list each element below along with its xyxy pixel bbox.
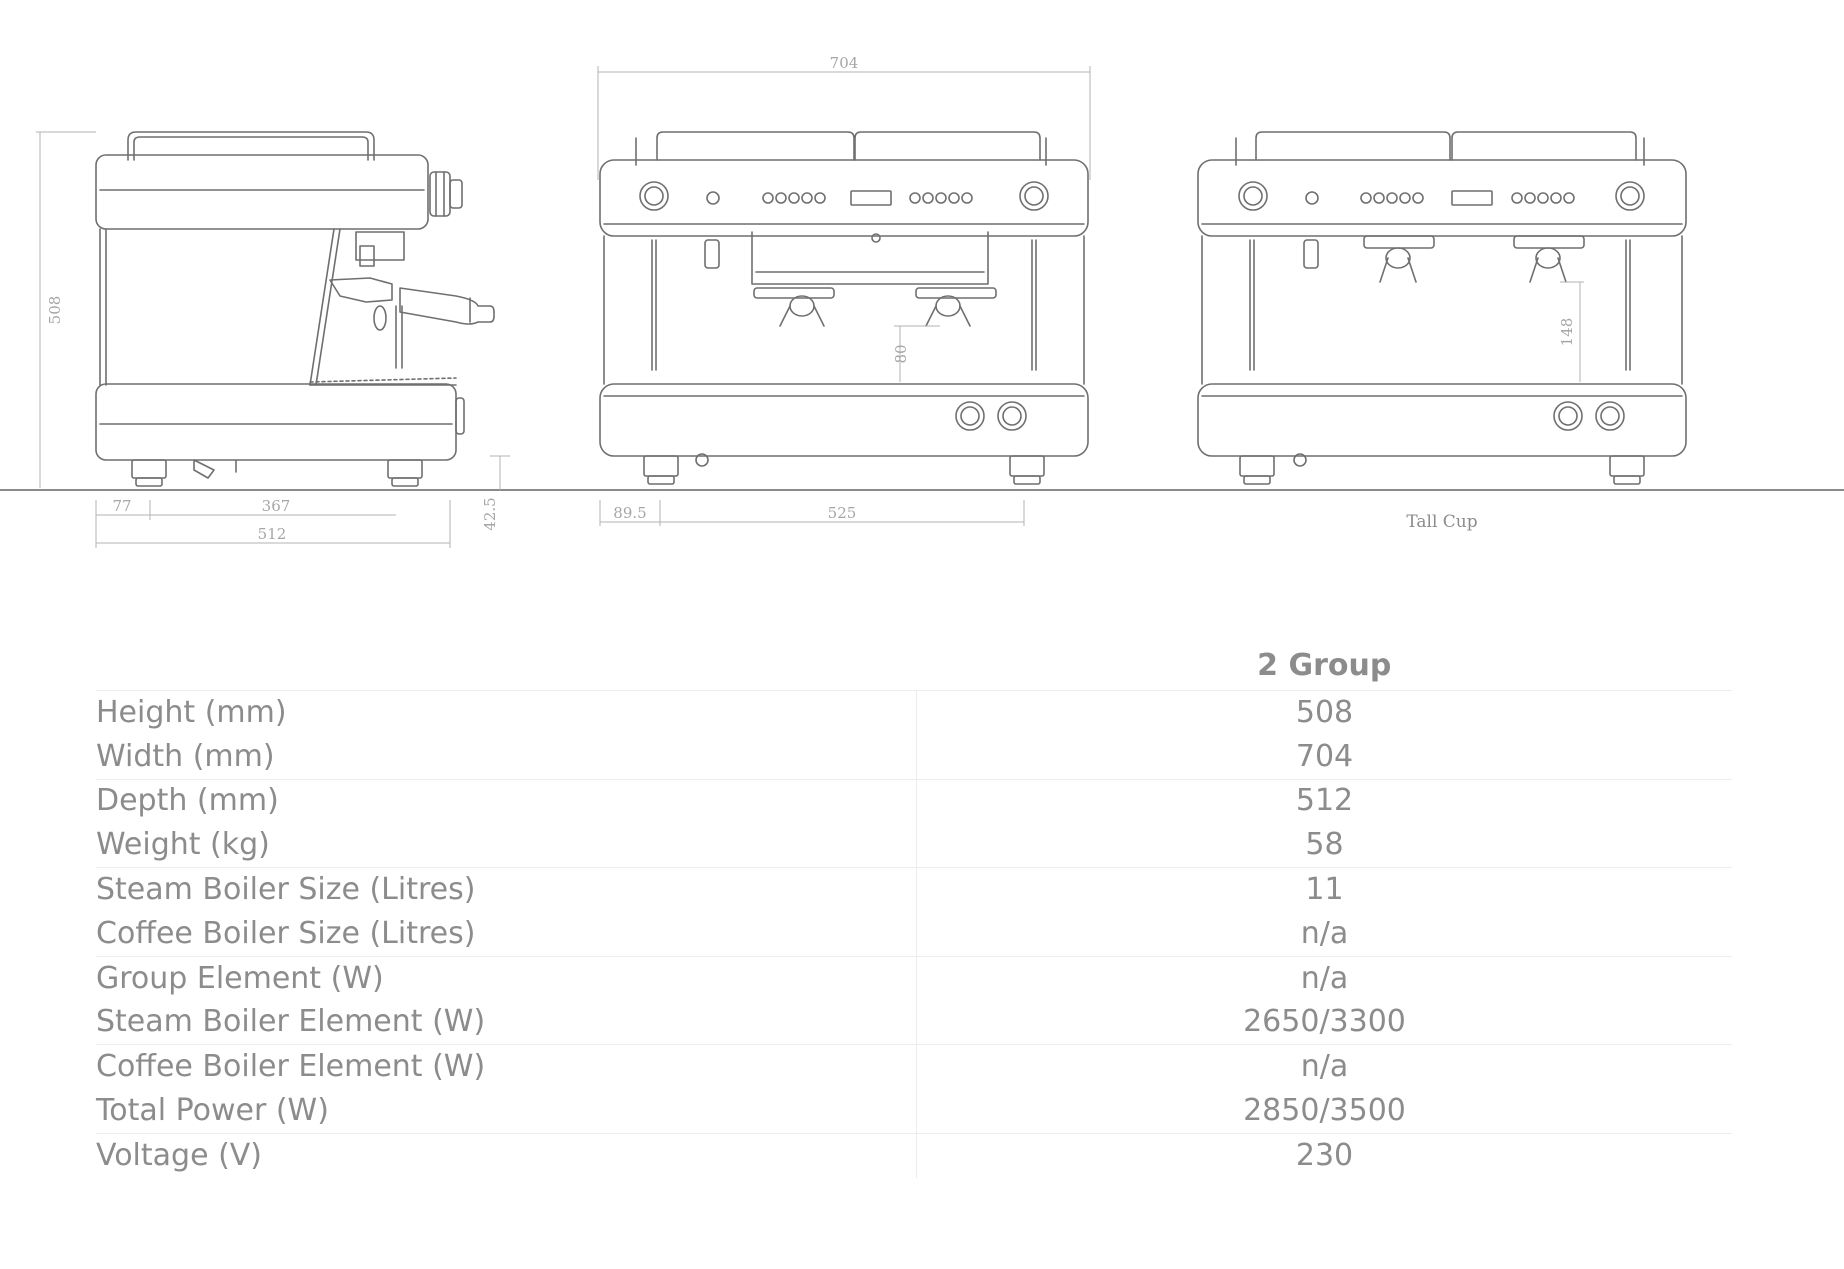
- header-blank-cell: [96, 640, 917, 691]
- spec-label: Total Power (W): [96, 1089, 917, 1134]
- dim-front-clearance: 80: [892, 344, 910, 363]
- spec-label: Group Element (W): [96, 956, 917, 1001]
- side-dimension-lines: [36, 131, 510, 548]
- table-row: Steam Boiler Element (W) 2650/3300: [96, 1000, 1732, 1046]
- spec-value: n/a: [916, 911, 1732, 957]
- table-row: Group Element (W) n/a: [96, 956, 1732, 1001]
- tall-cup-dimension-lines: [1560, 281, 1584, 382]
- dim-tall-cup-clearance: 148: [1558, 318, 1576, 347]
- dim-side-depth: 512: [258, 525, 287, 543]
- spec-value: 58: [916, 823, 1732, 869]
- spec-label: Steam Boiler Element (W): [96, 1000, 917, 1046]
- dim-side-foot-height: 42.5: [481, 497, 499, 530]
- table-row: Coffee Boiler Size (Litres) n/a: [96, 911, 1732, 957]
- spec-label: Steam Boiler Size (Litres): [96, 867, 917, 912]
- spec-value: 230: [1295, 1137, 1354, 1173]
- dim-side-left-offset: 77: [112, 497, 131, 515]
- dim-side-length: 367: [262, 497, 291, 515]
- dim-front-width: 704: [830, 54, 859, 72]
- spec-label: Voltage (V): [96, 1133, 917, 1178]
- spec-value: 508: [1295, 694, 1354, 730]
- front-view-drawing: [599, 131, 1089, 485]
- table-row: Weight (kg) 58: [96, 823, 1732, 869]
- tall-cup-caption: Tall Cup: [1406, 512, 1477, 532]
- tall-cup-view-drawing: [1197, 131, 1687, 485]
- table-row: Steam Boiler Size (Litres) 11: [96, 867, 1732, 912]
- spec-value: 2650/3300: [916, 1000, 1732, 1046]
- spec-value: 11: [1305, 872, 1344, 908]
- specifications-table: 2 Group Height (mm) 508 Width (mm) 704 D…: [96, 640, 1732, 1178]
- spec-label: Weight (kg): [96, 823, 917, 869]
- table-row: Voltage (V) 230: [96, 1133, 1732, 1178]
- dim-front-foot-span: 525: [828, 504, 857, 522]
- table-row: Width (mm) 704: [96, 734, 1732, 780]
- spec-label: Coffee Boiler Size (Litres): [96, 911, 917, 957]
- table-row: Coffee Boiler Element (W) n/a: [96, 1044, 1732, 1090]
- dim-front-side-offset: 89.5: [613, 504, 646, 522]
- spec-value: n/a: [1300, 960, 1349, 996]
- front-dimension-lines: [597, 66, 1091, 526]
- column-header-2-group: 2 Group: [916, 640, 1732, 691]
- spec-label: Depth (mm): [96, 779, 917, 824]
- spec-value: 2850/3500: [916, 1089, 1732, 1134]
- spec-value: n/a: [1300, 1049, 1349, 1085]
- spec-value: 512: [1295, 783, 1354, 819]
- table-header-row: 2 Group: [96, 640, 1732, 691]
- table-row: Depth (mm) 512: [96, 779, 1732, 824]
- table-row: Total Power (W) 2850/3500: [96, 1089, 1732, 1134]
- spec-label: Height (mm): [96, 690, 917, 735]
- spec-label: Coffee Boiler Element (W): [96, 1044, 917, 1090]
- technical-drawings: 508 77 367 42.5 512 704 80 89.5 525 148 …: [0, 0, 1844, 560]
- spec-label: Width (mm): [96, 734, 917, 780]
- table-row: Height (mm) 508: [96, 690, 1732, 735]
- dim-side-height: 508: [46, 296, 64, 325]
- spec-value: 704: [916, 734, 1732, 780]
- side-view-drawing: [95, 131, 495, 487]
